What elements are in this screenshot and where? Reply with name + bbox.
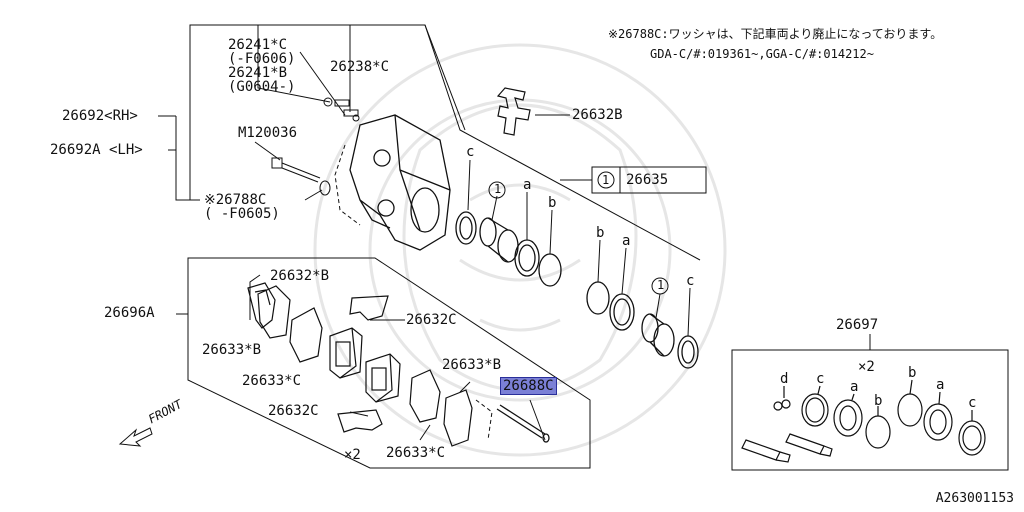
label-x2-box: ×2 bbox=[858, 359, 875, 375]
box-letter-d: d bbox=[780, 371, 789, 387]
dust-boot-upper bbox=[514, 239, 540, 277]
note-line-1: ※26788C:ワッシャは、下記車両より廃止になっております。 bbox=[608, 27, 943, 41]
pad-right-b bbox=[443, 389, 473, 447]
letter-b-lower: b bbox=[596, 225, 605, 241]
label-26632b: 26632B bbox=[572, 107, 623, 123]
pad-inner-lower bbox=[365, 353, 401, 403]
shim-26632c-lower bbox=[337, 409, 383, 433]
caliper-bracket-lines bbox=[158, 24, 701, 261]
pad-kit-frame bbox=[187, 257, 591, 469]
ref1-upper: 1 bbox=[494, 182, 502, 196]
pad-left-c bbox=[289, 307, 323, 363]
box-letter-a2: a bbox=[936, 377, 945, 393]
pad-right-c bbox=[409, 369, 441, 423]
ref1-lower: 1 bbox=[657, 278, 665, 292]
box-letter-a1: a bbox=[850, 379, 859, 395]
note-line-2: GDA-C/#:019361~,GGA-C/#:014212~ bbox=[650, 47, 874, 61]
ref1-circle-upper bbox=[488, 181, 506, 199]
kit-26697-box bbox=[731, 334, 1009, 471]
label-26632c-upper: 26632C bbox=[406, 312, 457, 328]
pad-inner-upper bbox=[329, 327, 363, 379]
pin-dash bbox=[475, 399, 493, 441]
pad-left-b bbox=[257, 285, 291, 339]
caliper-dash bbox=[334, 144, 361, 226]
watermark-emblem bbox=[313, 43, 727, 457]
ring-b-upper bbox=[538, 253, 562, 287]
box-letter-b1: b bbox=[874, 393, 883, 409]
kit-26697-parts bbox=[741, 379, 986, 463]
label-26238c: 26238*C bbox=[330, 59, 390, 75]
washer-26788c bbox=[319, 180, 331, 196]
label-26692alh: 26692A <LH> bbox=[50, 142, 143, 158]
ref1-circle-lower bbox=[651, 277, 669, 295]
legend-26635-box bbox=[560, 166, 707, 194]
letter-a-upper: a bbox=[523, 177, 532, 193]
box-letter-c2: c bbox=[968, 395, 977, 411]
ring-b-lower bbox=[586, 281, 610, 315]
piston-lower bbox=[641, 313, 675, 357]
label-26692rh: 26692<RH> bbox=[62, 108, 138, 124]
label-26241c: 26241*C bbox=[228, 37, 288, 53]
label-26688c: 26688C bbox=[500, 377, 557, 395]
shim-26632b-star bbox=[247, 282, 276, 329]
box-letter-c1: c bbox=[816, 371, 825, 387]
letter-a-lower: a bbox=[622, 233, 631, 249]
seal-lower bbox=[677, 335, 699, 369]
letter-b-upper: b bbox=[548, 195, 557, 211]
front-arrow bbox=[118, 427, 153, 447]
legend-ref-1: 1 bbox=[602, 173, 610, 187]
label-26633b-left: 26633*B bbox=[202, 342, 262, 358]
label-26632c-lower: 26632C bbox=[268, 403, 319, 419]
label-m120036: M120036 bbox=[238, 125, 298, 141]
label-26697: 26697 bbox=[836, 317, 879, 333]
label-26688c-highlight[interactable]: 26688C bbox=[500, 377, 557, 395]
caliper-body bbox=[349, 114, 451, 251]
label-26241c-range: (-F0606) bbox=[228, 51, 296, 67]
label-26788c-range: ( -F0605) bbox=[204, 206, 280, 222]
seal-upper bbox=[455, 211, 477, 245]
label-26632b-star: 26632*B bbox=[270, 268, 330, 284]
letter-c-upper: c bbox=[466, 144, 475, 160]
piston-upper bbox=[479, 217, 519, 263]
label-26633b-right: 26633*B bbox=[442, 357, 502, 373]
diagram-code: A263001153 bbox=[935, 491, 1014, 506]
label-26633c-right: 26633*C bbox=[386, 445, 446, 461]
label-26633c-left: 26633*C bbox=[242, 373, 302, 389]
letter-c-lower: c bbox=[686, 273, 695, 289]
bleeder-screws bbox=[323, 97, 360, 122]
spring-26632b bbox=[496, 87, 531, 136]
bolt-m120036 bbox=[271, 157, 321, 183]
label-26241b: 26241*B bbox=[228, 65, 288, 81]
shim-26632c-upper bbox=[349, 295, 389, 321]
label-26696a: 26696A bbox=[104, 305, 155, 321]
label-26788c: ※26788C bbox=[204, 192, 267, 208]
label-26241b-range: (G0604-) bbox=[228, 79, 296, 95]
label-26635: 26635 bbox=[626, 172, 669, 188]
box-letter-b2: b bbox=[908, 365, 917, 381]
letter-leaders bbox=[467, 159, 691, 337]
label-x2-kit: ×2 bbox=[344, 447, 361, 463]
pin-26688c bbox=[496, 404, 550, 443]
